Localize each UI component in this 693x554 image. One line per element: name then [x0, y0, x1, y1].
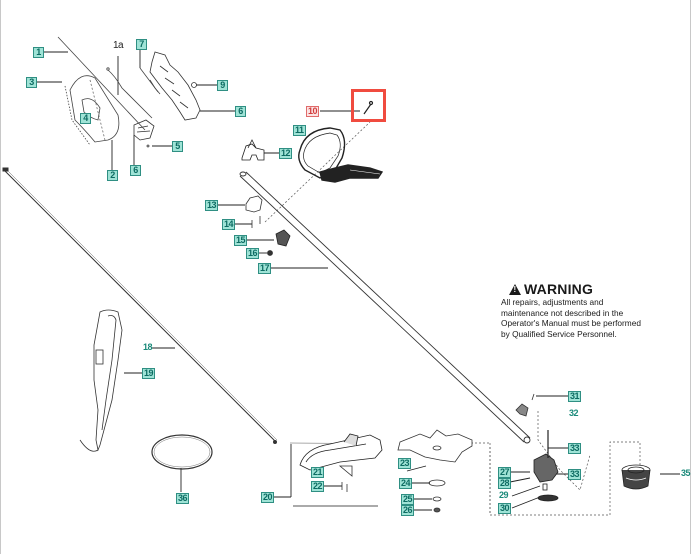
callout-19[interactable]: 19	[142, 368, 156, 379]
callout-6-lower[interactable]: 6	[130, 165, 141, 176]
callout-15[interactable]: 15	[234, 235, 248, 246]
part-11-front-handle	[298, 127, 384, 183]
leader-lines	[37, 48, 680, 511]
callout-5[interactable]: 5	[172, 141, 183, 152]
part-8-handle-half	[149, 51, 201, 121]
part-22-screws	[341, 482, 348, 492]
part-1-housing	[57, 36, 146, 146]
part-24-washer	[428, 479, 446, 487]
part-5-pin	[146, 144, 150, 148]
callout-21[interactable]: 21	[311, 467, 325, 478]
callout-30[interactable]: 30	[498, 503, 512, 514]
callout-22[interactable]: 22	[311, 481, 325, 492]
part-7-trigger-rod	[139, 67, 161, 95]
callout-25[interactable]: 25	[401, 494, 415, 505]
highlight-box-part-10	[351, 89, 386, 122]
part-32-clamp	[515, 403, 529, 417]
callout-17[interactable]: 17	[258, 263, 272, 274]
callout-2[interactable]: 2	[107, 170, 118, 181]
part-19-harness	[79, 309, 123, 452]
part-33-gearhead	[533, 430, 559, 502]
part-16-nut	[267, 250, 273, 256]
callout-16[interactable]: 16	[246, 248, 260, 259]
part-14-screws	[251, 216, 261, 228]
part-1a-cable	[106, 67, 153, 119]
callout-35[interactable]: 35	[681, 468, 691, 478]
frame-border-right	[690, 0, 691, 554]
callout-4[interactable]: 4	[80, 113, 91, 124]
callout-10[interactable]: 10	[306, 106, 320, 117]
part-13-bracket	[245, 195, 263, 213]
callout-3[interactable]: 3	[26, 77, 37, 88]
callout-31[interactable]: 31	[568, 391, 582, 402]
warning-heading: WARNING	[509, 281, 649, 297]
part-15-knob	[275, 229, 291, 247]
callout-36[interactable]: 36	[176, 493, 190, 504]
warning-title-text: WARNING	[524, 281, 594, 297]
part-9-screw	[191, 82, 197, 88]
part-25-cup	[432, 496, 442, 502]
warning-text: All repairs, adjustments and maintenance…	[501, 297, 641, 339]
warning-triangle-icon	[509, 284, 521, 295]
callout-7[interactable]: 7	[136, 39, 147, 50]
part-6-throttle-block	[133, 119, 155, 141]
callout-26[interactable]: 26	[401, 505, 415, 516]
part-17-shaft	[239, 171, 531, 444]
callout-24[interactable]: 24	[399, 478, 413, 489]
callout-9[interactable]: 9	[217, 80, 228, 91]
callout-29[interactable]: 29	[499, 490, 509, 500]
callout-32[interactable]: 32	[569, 408, 579, 418]
callout-1[interactable]: 1	[33, 47, 44, 58]
part-35-trimmer-head	[621, 464, 651, 490]
part-12-clamp	[241, 139, 265, 161]
callout-12[interactable]: 12	[279, 148, 293, 159]
part-23-blade	[397, 429, 473, 463]
callout-11[interactable]: 11	[293, 125, 306, 136]
callout-6-upper[interactable]: 6	[235, 106, 246, 117]
callout-33-lower[interactable]: 33	[568, 469, 582, 480]
callout-1a[interactable]: 1a	[113, 40, 124, 51]
part-36-ring	[151, 434, 213, 470]
callout-13[interactable]: 13	[205, 200, 219, 211]
callout-18[interactable]: 18	[143, 342, 153, 352]
frame-border-left	[0, 0, 1, 554]
warning-notice: WARNING All repairs, adjustments and mai…	[501, 281, 649, 339]
part-23-shield	[338, 465, 353, 477]
part-31-screw	[531, 393, 535, 401]
part-21-guard	[299, 433, 383, 471]
callout-23[interactable]: 23	[398, 458, 412, 469]
callout-33-upper[interactable]: 33	[568, 443, 582, 454]
callout-14[interactable]: 14	[222, 219, 236, 230]
callout-28[interactable]: 28	[498, 478, 512, 489]
callout-20[interactable]: 20	[261, 492, 275, 503]
callout-27[interactable]: 27	[498, 467, 512, 478]
group-outlines	[89, 79, 641, 516]
part-18-drive-cable	[2, 167, 278, 444]
part-26-nut	[433, 507, 441, 513]
part-10-screw	[363, 100, 374, 115]
